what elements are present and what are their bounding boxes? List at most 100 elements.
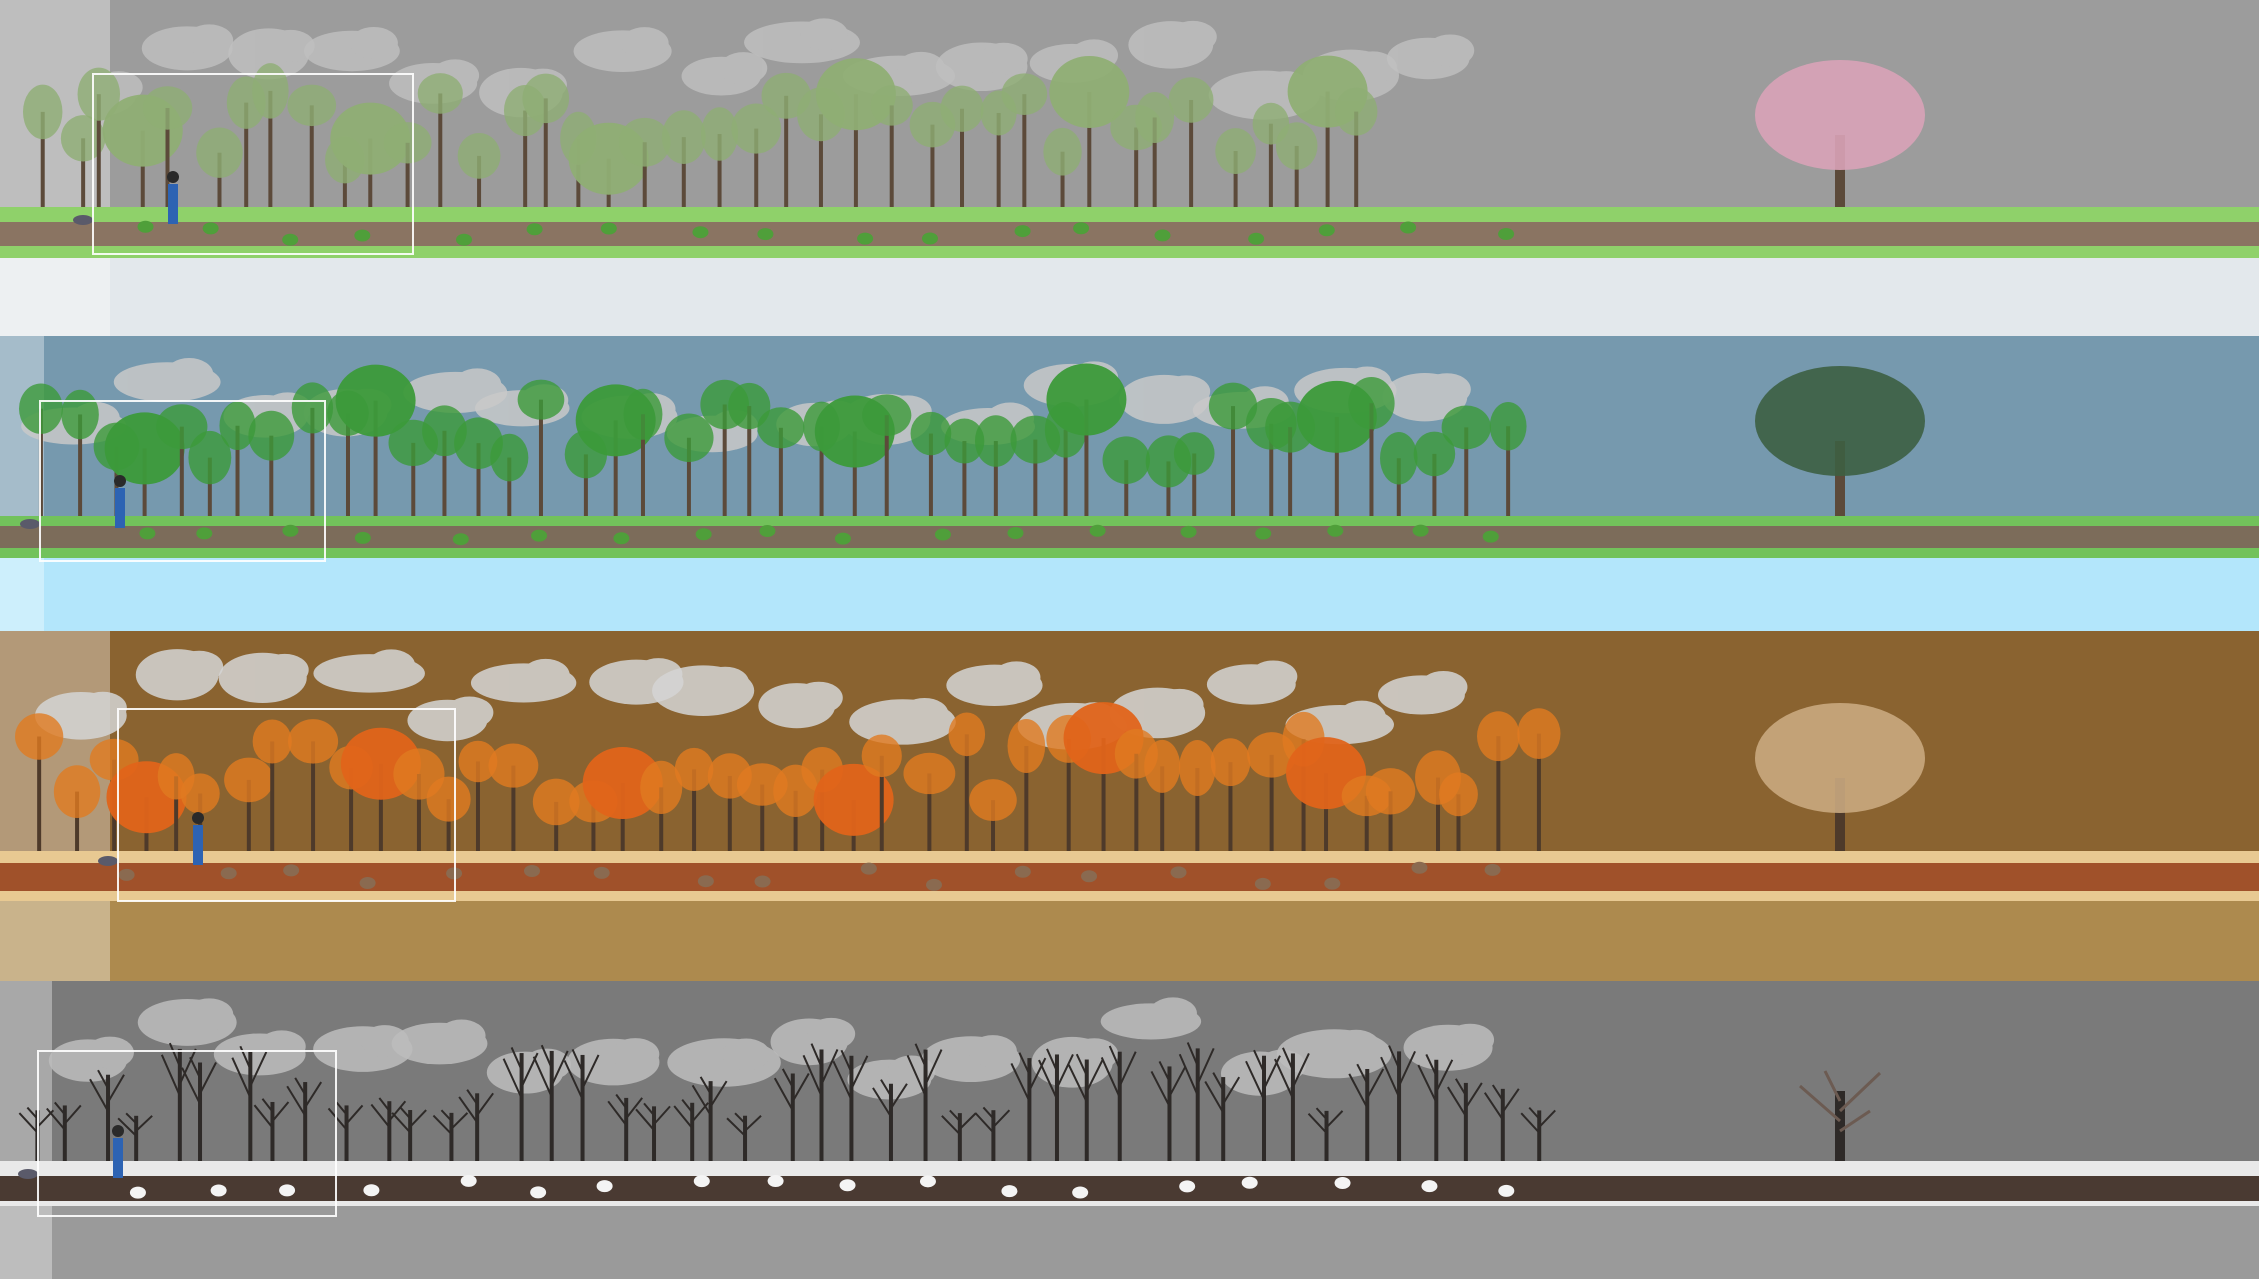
cat-icon[interactable] xyxy=(20,519,40,529)
tree-icon xyxy=(15,713,64,853)
cloud-icon xyxy=(135,649,224,701)
tree-icon xyxy=(89,1069,125,1166)
dirt-path xyxy=(0,222,2259,246)
dirt-path xyxy=(0,1176,2259,1201)
snow-rock-icon xyxy=(1001,1185,1018,1198)
tree-icon xyxy=(635,1102,671,1166)
tree-icon xyxy=(1102,436,1151,516)
tree-icon xyxy=(1173,432,1215,516)
cloud-icon xyxy=(470,658,577,703)
cloud-icon xyxy=(303,26,400,72)
tree-icon xyxy=(1178,1042,1215,1166)
tree-icon xyxy=(944,418,985,516)
hay-bale-icon xyxy=(526,223,543,236)
season-strip-spring: spring xyxy=(0,0,2259,336)
player-icon[interactable] xyxy=(192,812,204,865)
cloud-icon xyxy=(652,665,755,716)
tree-icon xyxy=(286,1077,323,1166)
tree-icon xyxy=(46,1101,82,1166)
light-window xyxy=(0,336,44,631)
snow-rock-icon xyxy=(460,1174,477,1187)
tree-icon xyxy=(458,740,498,853)
tree-icon xyxy=(291,382,334,516)
cloud-icon xyxy=(313,649,425,693)
tree-icon xyxy=(77,67,121,210)
hay-bale-icon xyxy=(282,233,299,246)
lower-band xyxy=(0,558,2259,631)
tree-icon xyxy=(582,747,663,853)
cloud-icon xyxy=(391,1019,488,1065)
player-icon[interactable] xyxy=(114,475,126,528)
season-strip-autumn: autumn xyxy=(0,631,2259,981)
tree-icon xyxy=(661,110,706,210)
hay-bale-icon xyxy=(354,229,371,242)
camera-viewport xyxy=(117,708,456,902)
cloud-icon xyxy=(407,696,494,742)
tree-icon xyxy=(1517,708,1561,853)
hay-bale-icon xyxy=(692,226,709,239)
hay-bale-icon xyxy=(921,232,938,245)
tree-icon xyxy=(1215,128,1256,210)
rock-icon xyxy=(593,866,610,879)
bench-icon xyxy=(1255,527,1272,540)
tree-icon xyxy=(1038,1048,1074,1166)
tree-icon xyxy=(974,415,1017,516)
player-icon[interactable] xyxy=(167,171,179,224)
rock-icon xyxy=(1081,870,1098,883)
snow-rock-icon xyxy=(767,1174,784,1187)
tree-icon xyxy=(188,430,232,516)
cat-icon[interactable] xyxy=(18,1169,38,1179)
snow-rock-icon xyxy=(530,1186,547,1199)
bench-icon xyxy=(1180,525,1197,538)
rock-icon xyxy=(1484,863,1501,876)
tree-icon xyxy=(383,122,432,210)
cloud-icon xyxy=(228,28,315,80)
tree-icon xyxy=(488,743,539,853)
cloud-icon xyxy=(1119,374,1211,424)
bench-icon xyxy=(1412,524,1429,537)
hay-bale-icon xyxy=(1498,227,1515,240)
tree-icon xyxy=(219,401,256,516)
tree-icon xyxy=(252,719,292,853)
cat-icon[interactable] xyxy=(73,215,93,225)
snow-rock-icon xyxy=(839,1179,856,1192)
tree-icon xyxy=(941,1109,977,1166)
hay-bale-icon xyxy=(1073,222,1090,235)
tree-icon xyxy=(1204,1072,1241,1166)
tree-icon xyxy=(1067,1053,1104,1166)
cloud-icon xyxy=(667,1038,781,1087)
tree-icon xyxy=(757,407,805,516)
camera-viewport xyxy=(92,73,414,255)
tree-icon xyxy=(287,84,337,210)
tree-icon xyxy=(1380,431,1418,516)
tree-icon xyxy=(974,1106,1011,1166)
scene-winter xyxy=(0,981,2259,1279)
cloud-icon xyxy=(137,998,237,1046)
hay-bale-icon xyxy=(1014,225,1031,238)
tree-icon xyxy=(60,115,106,210)
cloud-icon xyxy=(213,1030,306,1076)
hay-bale-icon xyxy=(137,220,154,233)
tree-icon xyxy=(1348,1063,1385,1166)
tree-icon xyxy=(1043,127,1082,210)
cloud-icon xyxy=(921,1035,1021,1083)
tree-icon xyxy=(1417,1054,1454,1166)
cat-icon[interactable] xyxy=(98,856,118,866)
snow-rock-icon xyxy=(1334,1176,1351,1189)
tree-icon xyxy=(691,1076,728,1166)
tree-icon xyxy=(117,1112,153,1166)
player-icon[interactable] xyxy=(112,1125,124,1178)
tree-icon xyxy=(664,413,714,516)
bench-icon xyxy=(613,532,630,545)
tree-icon xyxy=(1274,1047,1310,1166)
cloud-icon xyxy=(681,52,768,96)
tree-icon xyxy=(726,1112,762,1166)
tree-icon xyxy=(156,404,208,516)
tree-icon xyxy=(417,73,463,210)
cloud-icon xyxy=(113,358,221,402)
hay-bale-icon xyxy=(600,222,617,235)
cloud-icon xyxy=(1100,997,1202,1040)
tree-icon xyxy=(22,84,63,210)
tree-icon xyxy=(903,752,956,853)
